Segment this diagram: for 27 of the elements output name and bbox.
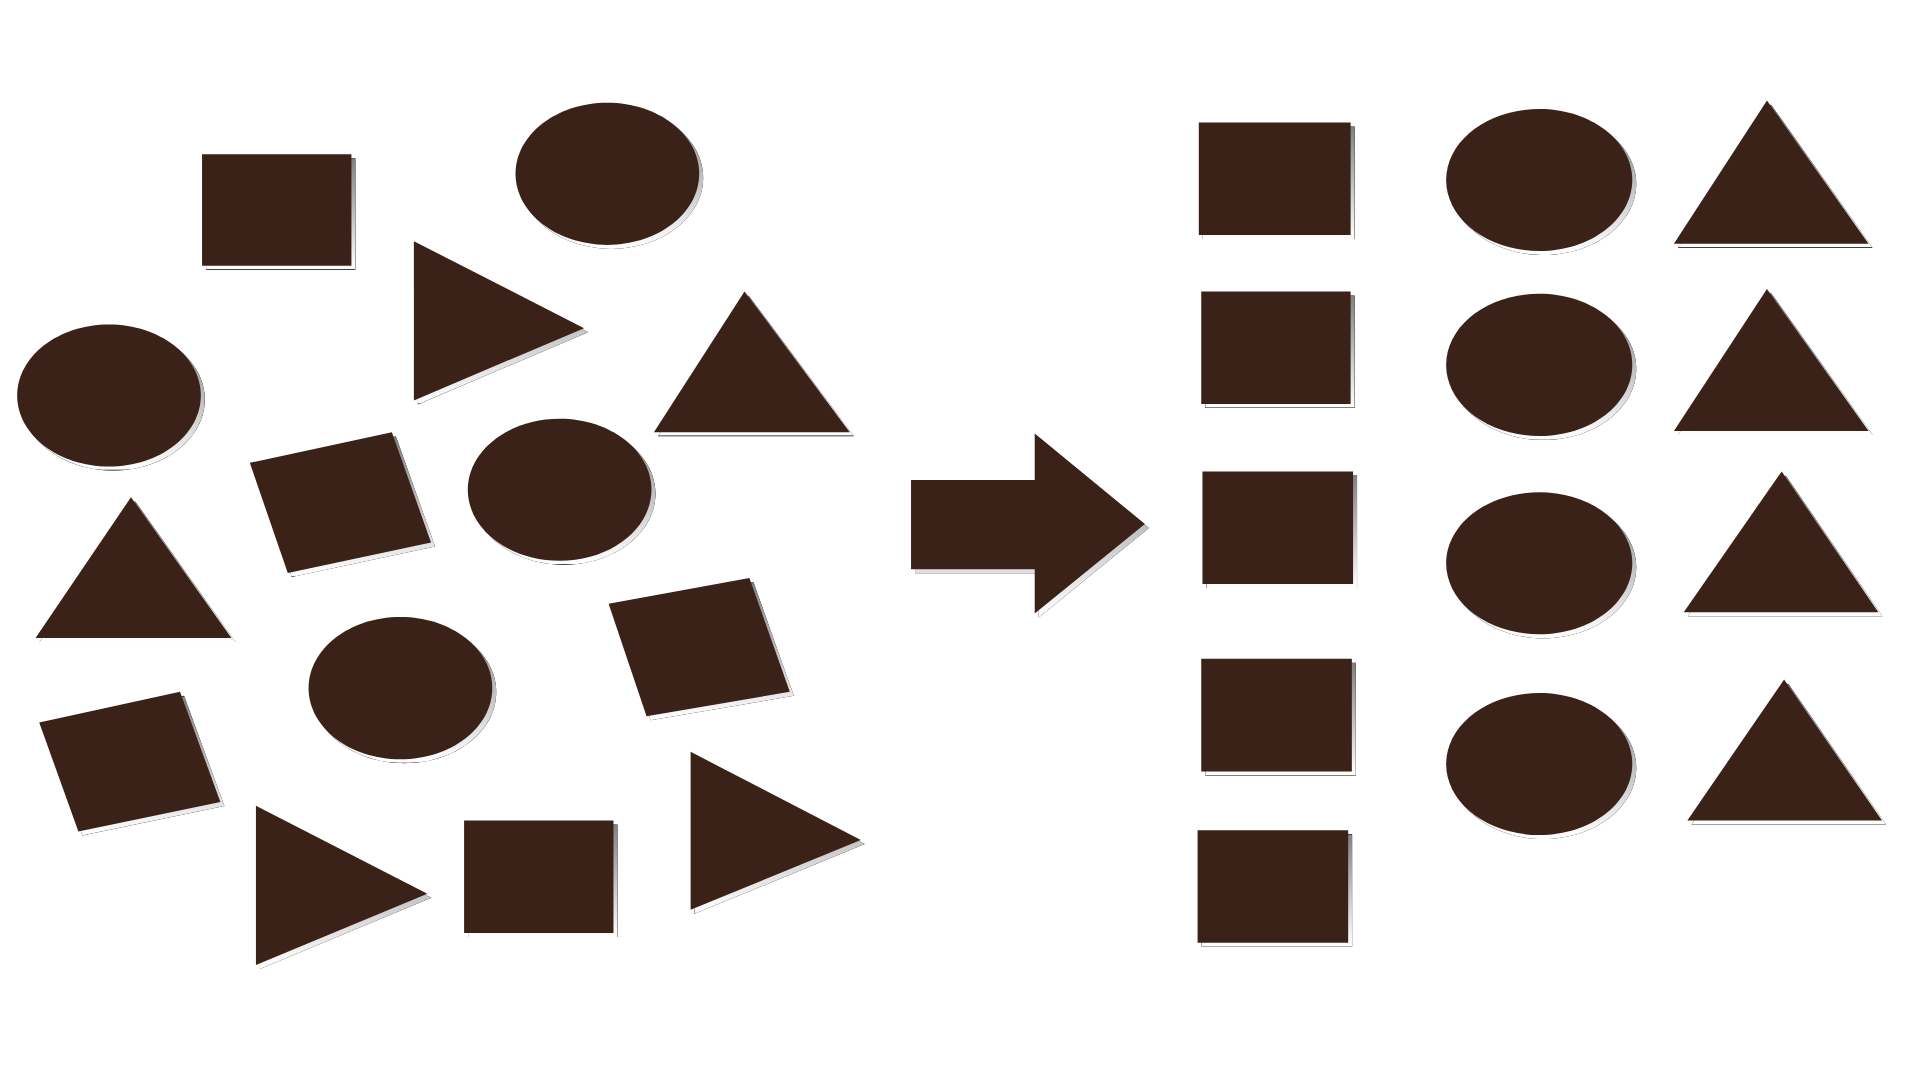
- ellipse-tile: [1446, 492, 1637, 639]
- rectangle-tile: [1201, 291, 1355, 409]
- rectangle-tile: [202, 154, 356, 270]
- rectangle-tile: [39, 691, 225, 836]
- rectangle-tile: [1201, 658, 1356, 776]
- ellipse-tile: [1446, 293, 1637, 440]
- rectangle-tile: [1197, 830, 1353, 947]
- rectangle-tile: [249, 432, 436, 578]
- ellipse-tile: [17, 324, 205, 471]
- triangle-tile: [653, 291, 854, 437]
- triangle-tile: [690, 751, 865, 914]
- triangle-tile: [35, 497, 236, 642]
- triangle-tile: [1683, 471, 1883, 617]
- triangle-tile: [255, 805, 432, 969]
- ellipse-tile: [308, 617, 497, 764]
- ellipse-tile: [1446, 108, 1637, 255]
- rectangle-tile: [1202, 471, 1358, 589]
- rectangle-tile: [608, 577, 794, 721]
- triangle-tile: [413, 241, 589, 405]
- rectangle-tile: [1198, 122, 1355, 240]
- ellipse-tile: [1446, 693, 1637, 840]
- ellipse-tile: [467, 418, 656, 565]
- triangle-tile: [1687, 679, 1887, 825]
- triangle-tile: [1673, 100, 1873, 248]
- triangle-tile: [1673, 288, 1873, 435]
- ellipse-tile: [515, 102, 704, 249]
- rectangle-tile: [464, 820, 618, 938]
